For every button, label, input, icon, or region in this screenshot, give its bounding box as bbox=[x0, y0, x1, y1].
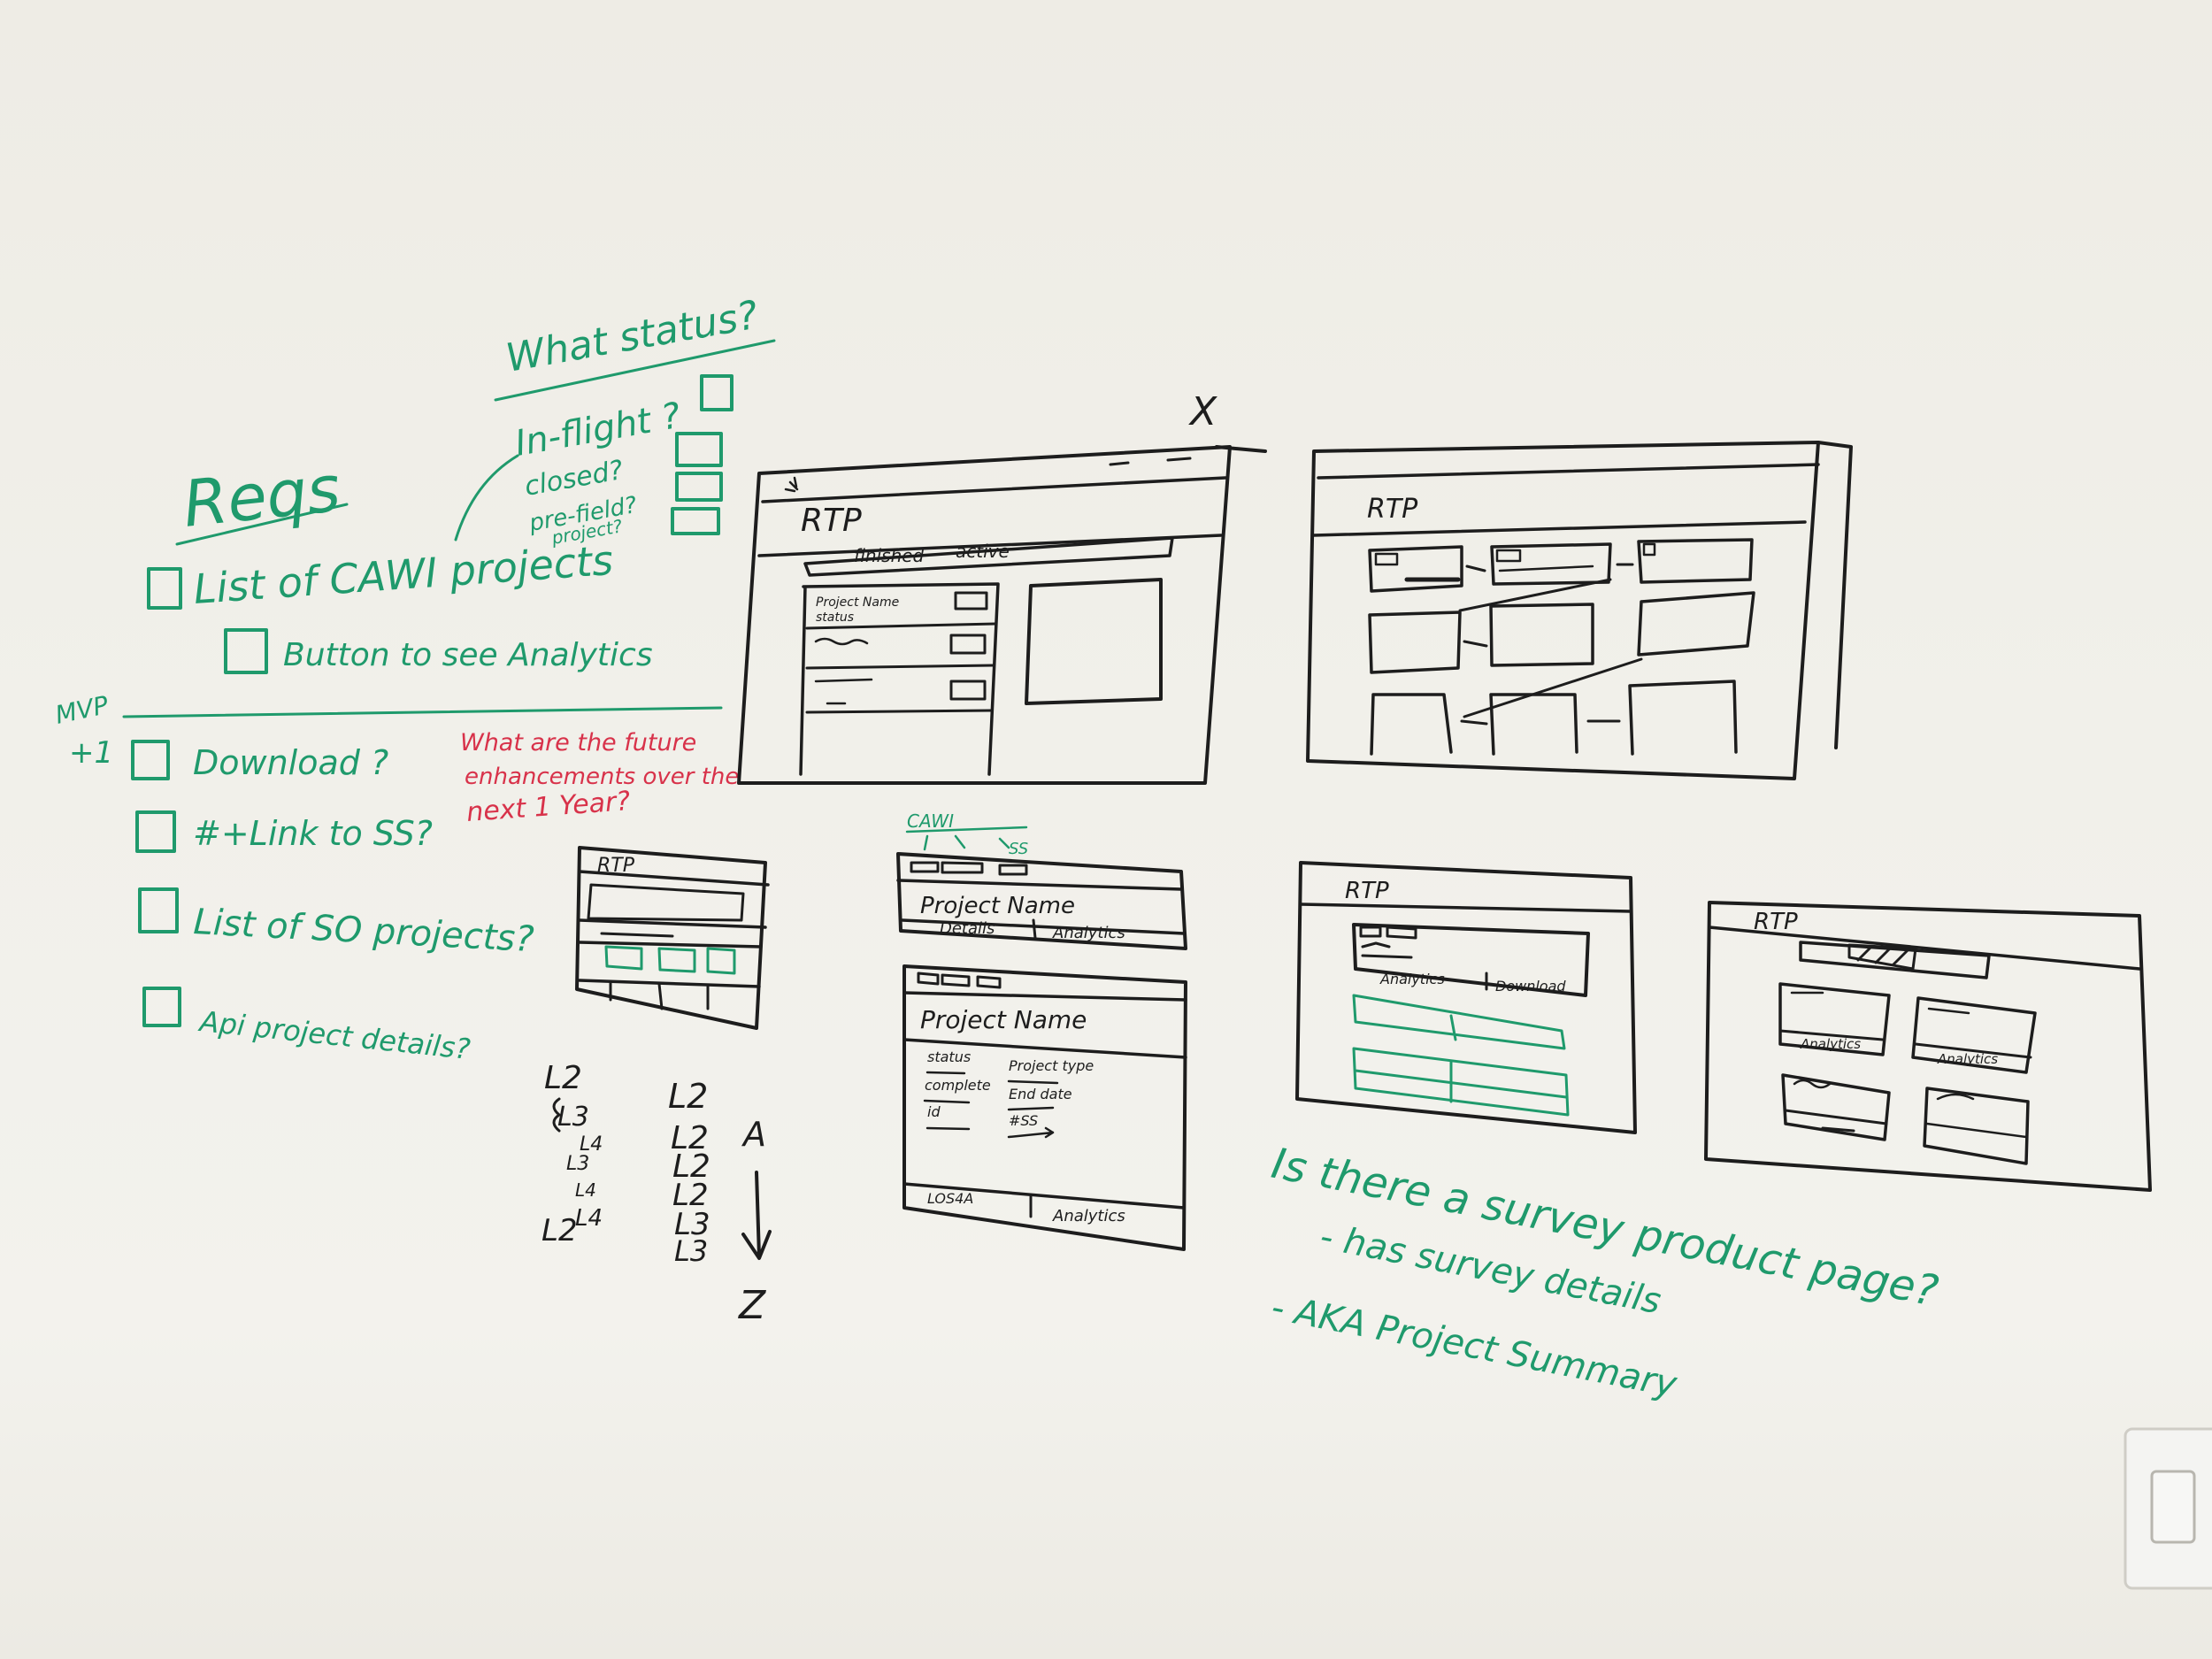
project-2-field-ss: #SS bbox=[1009, 1112, 1038, 1129]
main-window-title: RTP bbox=[801, 503, 862, 539]
mvp-item-2: #+Link to SS? bbox=[193, 814, 433, 853]
list-window-btn-download[interactable]: Download bbox=[1495, 978, 1566, 995]
future-line-2: enhancements over the bbox=[465, 764, 739, 790]
light-switch-toggle[interactable] bbox=[2150, 1470, 2196, 1544]
level-col1-item-6: L2 bbox=[541, 1213, 578, 1248]
main-window-row-sub: status bbox=[816, 611, 854, 625]
status-item-inflight: In-flight ? bbox=[512, 396, 684, 465]
summary-question: Is there a survey product page? - has su… bbox=[1268, 1139, 1942, 1406]
reqs-title: Reqs bbox=[180, 451, 343, 541]
level-list: L2 L3 L4 L3 L4 L2 L4 L2 L2 L2 L2 L3 L3 A… bbox=[541, 1060, 772, 1328]
requirements-block: Reqs List of CAWI projects Button to see… bbox=[122, 451, 723, 718]
req-item-1: List of CAWI projects bbox=[192, 536, 615, 613]
project-2-field-enddate: End date bbox=[1009, 1086, 1072, 1102]
level-col1-item-7: L4 bbox=[575, 1205, 603, 1232]
main-window-tab-finished[interactable]: finished bbox=[854, 545, 925, 566]
sketch-list-window: RTP Analytics Download bbox=[1295, 861, 1637, 1134]
level-col1-item-3: L4 bbox=[580, 1133, 603, 1156]
level-col1-item-4: L3 bbox=[566, 1153, 589, 1175]
sketch-grid-window: RTP Analytics Analytics bbox=[1704, 901, 2152, 1192]
project-2-footer-right[interactable]: Analytics bbox=[1052, 1207, 1125, 1225]
main-window-tab-active[interactable]: active bbox=[956, 541, 1010, 562]
small-window-title: RTP bbox=[597, 855, 635, 877]
project-1-title: Project Name bbox=[920, 893, 1075, 919]
req-item-2: Button to see Analytics bbox=[283, 637, 653, 673]
sketch-project-window-2: Project Name status complete id Project … bbox=[902, 964, 1187, 1251]
main-window-row-title: Project Name bbox=[816, 595, 899, 610]
status-item-closed: closed? bbox=[522, 455, 626, 503]
level-col2-item-4: L2 bbox=[672, 1178, 709, 1213]
grid-window-btn-analytics-2[interactable]: Analytics bbox=[1937, 1051, 1998, 1067]
mvp-item-3: List of SO projects? bbox=[192, 902, 534, 960]
mvp-checkbox-4[interactable] bbox=[142, 987, 181, 1027]
sort-label-z: Z bbox=[738, 1283, 766, 1328]
list-window-btn-analytics[interactable]: Analytics bbox=[1379, 971, 1445, 987]
sketch-small-window: RTP bbox=[575, 846, 770, 1030]
future-line-1: What are the future bbox=[460, 729, 696, 757]
req-checkbox-2[interactable] bbox=[224, 628, 268, 674]
mvp-checkbox-3[interactable] bbox=[138, 887, 179, 933]
mvp-checkbox-1[interactable] bbox=[131, 740, 170, 780]
light-switch bbox=[2124, 1427, 2212, 1590]
level-col2-item-1: L2 bbox=[668, 1077, 708, 1116]
sketch-flow-window: RTP bbox=[1306, 441, 1853, 780]
grid-window-title: RTP bbox=[1754, 909, 1798, 935]
mvp-label: MVP bbox=[53, 690, 111, 730]
level-col1-item-1: L2 bbox=[544, 1060, 582, 1096]
status-block: What status? In-flight ? closed? pre-fie… bbox=[454, 293, 776, 549]
level-col1-item-2: L3 bbox=[557, 1102, 589, 1133]
level-col2-item-2: L2 bbox=[671, 1120, 709, 1156]
future-question: What are the future enhancements over th… bbox=[460, 729, 739, 828]
project-2-field-complete: complete bbox=[925, 1077, 991, 1094]
level-col2-item-3: L2 bbox=[672, 1148, 710, 1185]
project-1-note-ss: SS bbox=[1009, 840, 1028, 858]
project-2-field-type: Project type bbox=[1009, 1057, 1094, 1074]
sketch-project-window-1: CAWI SS Project Name Details Analytics bbox=[896, 810, 1187, 950]
project-2-title: Project Name bbox=[920, 1005, 1087, 1034]
sort-label-a: A bbox=[741, 1115, 766, 1154]
mvp-plus-label: +1 bbox=[69, 735, 113, 771]
flow-window-title: RTP bbox=[1367, 494, 1418, 525]
project-2-field-status: status bbox=[927, 1048, 971, 1065]
mvp-item-1: Download ? bbox=[193, 743, 388, 782]
level-col2-item-6: L3 bbox=[674, 1234, 708, 1268]
project-2-footer-left[interactable]: LOS4A bbox=[927, 1190, 973, 1207]
project-1-tab-analytics[interactable]: Analytics bbox=[1052, 924, 1125, 942]
list-window-title: RTP bbox=[1345, 878, 1389, 904]
status-title: What status? bbox=[503, 293, 762, 381]
project-1-tab-details[interactable]: Details bbox=[940, 919, 995, 938]
project-2-field-id: id bbox=[927, 1103, 941, 1120]
level-col2-item-5: L3 bbox=[674, 1207, 710, 1242]
main-window-close-mark: X bbox=[1188, 389, 1217, 434]
grid-window-btn-analytics-1[interactable]: Analytics bbox=[1800, 1036, 1861, 1052]
sketch-main-window: X RTP finished active Project Name statu… bbox=[737, 389, 1267, 785]
level-col1-item-5: L4 bbox=[575, 1179, 596, 1201]
mvp-checkbox-2[interactable] bbox=[135, 810, 176, 853]
project-1-note-cawi: CAWI bbox=[907, 810, 954, 832]
mvp-item-4: Api project details? bbox=[196, 1004, 472, 1066]
future-line-3: next 1 Year? bbox=[465, 786, 631, 828]
req-checkbox-1[interactable] bbox=[147, 567, 182, 610]
